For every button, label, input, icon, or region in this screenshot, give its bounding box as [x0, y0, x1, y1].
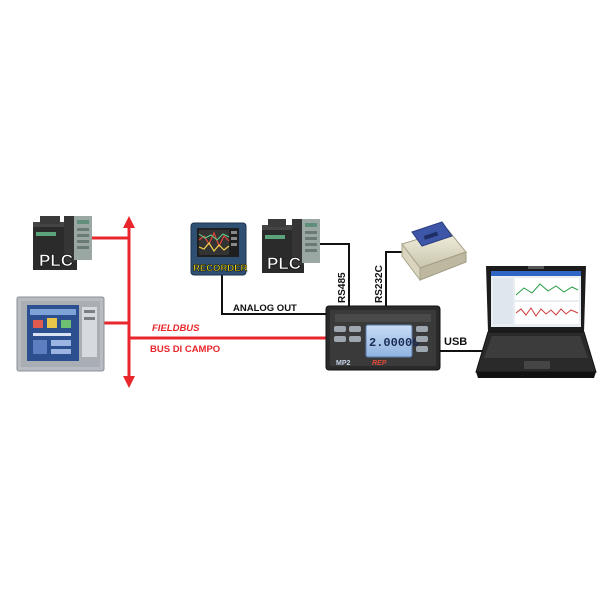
plc-left-label: PLC — [39, 251, 73, 270]
fieldbus-lines — [90, 216, 326, 388]
recorder: RECORDER — [190, 222, 248, 276]
fieldbus-label: FIELDBUS — [152, 323, 200, 334]
analog-out-line — [221, 272, 326, 315]
rs232c-label: RS232C — [374, 265, 385, 303]
recorder-label: RECORDER — [193, 263, 248, 274]
rs485-line — [320, 243, 350, 306]
connector-lines — [221, 243, 486, 352]
device-brand-label: REP — [372, 360, 387, 367]
rs232c-line — [385, 251, 402, 306]
rs485-label: RS485 — [337, 272, 348, 303]
bus-di-campo-label: BUS DI CAMPO — [150, 344, 220, 355]
analog-out-label: ANALOG OUT — [233, 303, 297, 314]
hmi-panel — [16, 296, 105, 372]
plc-center-label: PLC — [267, 254, 301, 273]
device-model-label: MP2 — [336, 360, 351, 367]
laptop — [475, 266, 597, 378]
display-value: 2.00000 — [369, 336, 419, 350]
mp2-device: 2.00000 MP2 REP — [325, 305, 441, 371]
usb-label: USB — [444, 336, 467, 348]
plc-center: PLC — [262, 219, 320, 273]
printer — [401, 221, 467, 282]
plc-left: PLC — [33, 216, 92, 270]
